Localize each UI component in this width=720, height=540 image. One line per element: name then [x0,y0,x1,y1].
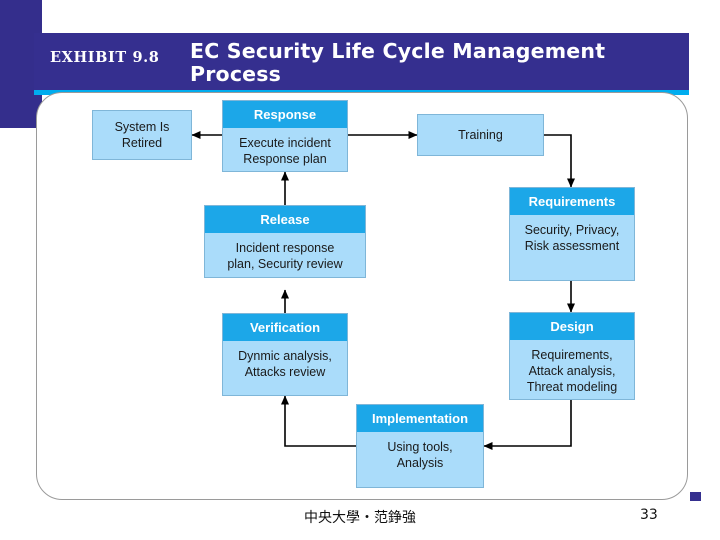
node-requirements-body: Security, Privacy,Risk assessment [524,223,620,253]
node-training[interactable]: Training [417,114,544,156]
node-verification-title: Verification [223,314,347,341]
footer-square-marker [690,492,701,501]
node-requirements[interactable]: Requirements Security, Privacy,Risk asse… [509,187,635,281]
node-release-title: Release [205,206,365,233]
node-design-body: Requirements,Attack analysis,Threat mode… [526,348,618,394]
node-verification-body: Dynmic analysis,Attacks review [238,349,332,379]
exhibit-label: EXHIBIT 9.8 [50,49,160,66]
node-training-body: Training [458,128,503,142]
header-bar [34,33,689,90]
node-implementation-title: Implementation [357,405,483,432]
page-number: 33 [640,507,658,523]
node-implementation[interactable]: Implementation Using tools,Analysis [356,404,484,488]
node-implementation-body: Using tools,Analysis [387,440,453,470]
node-response-title: Response [223,101,347,128]
node-verification[interactable]: Verification Dynmic analysis,Attacks rev… [222,313,348,396]
node-design-title: Design [510,313,634,340]
node-requirements-title: Requirements [510,188,634,215]
page-title: EC Security Life Cycle Management Proces… [190,39,606,86]
node-design[interactable]: Design Requirements,Attack analysis,Thre… [509,312,635,400]
footer-text: 中央大學・范錚強 [304,510,416,526]
